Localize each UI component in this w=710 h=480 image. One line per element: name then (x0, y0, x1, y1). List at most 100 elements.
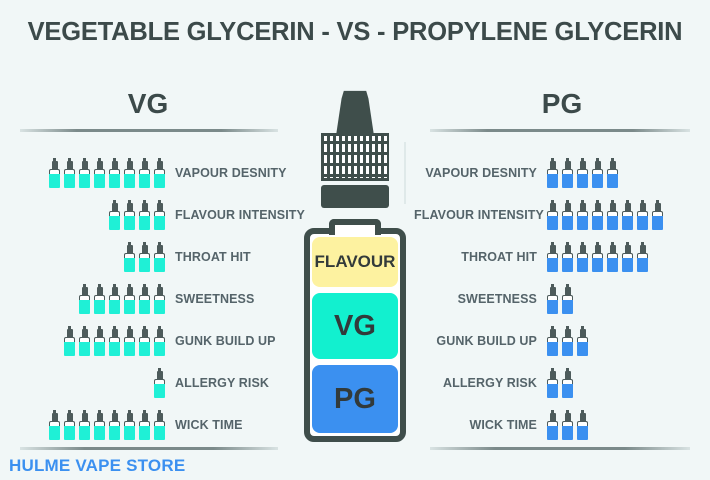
bottle-rating-icon (108, 200, 121, 230)
bottle-nozzle (53, 410, 56, 414)
bottle-cap (624, 245, 631, 254)
bottle-cap (549, 287, 556, 296)
bottle-nozzle (128, 158, 131, 162)
bottle-body (547, 384, 558, 398)
metric-label: FLAVOUR INTENSITY (175, 208, 305, 222)
bottle-body (562, 426, 573, 440)
bottle-nozzle (113, 284, 116, 288)
bottle-neck (577, 211, 588, 217)
bottle-body (592, 216, 603, 230)
bottle-nozzle (143, 284, 146, 288)
bottle-cap (564, 329, 571, 338)
bottle-cap (594, 161, 601, 170)
bottle-nozzle (98, 326, 101, 330)
bottle-nozzle (83, 284, 86, 288)
bottle-neck (622, 253, 633, 259)
bottle-nozzle (581, 410, 584, 414)
bottle-nozzle (611, 242, 614, 246)
bottle-cap (549, 329, 556, 338)
bottle-rating-icon (561, 242, 574, 272)
bottle-neck (547, 211, 558, 217)
bottle-rating-icon (138, 200, 151, 230)
bottle-body (94, 300, 105, 314)
bottle-cap (156, 329, 163, 338)
bottle-body (547, 216, 558, 230)
metric-label: VAPOUR DESNITY (175, 166, 287, 180)
bottle-body (577, 258, 588, 272)
bottle-body (49, 426, 60, 440)
bottle-cap (564, 287, 571, 296)
bottle-neck (109, 421, 120, 427)
rating-icons-pg (546, 158, 619, 188)
bottle-nozzle (551, 410, 554, 414)
bottle-cap (81, 413, 88, 422)
metric-row: VAPOUR DESNITY (414, 152, 710, 194)
bottle-body (577, 342, 588, 356)
bottle-body (124, 258, 135, 272)
bottle-cap (609, 161, 616, 170)
bottle-nozzle (158, 326, 161, 330)
bottle-cap (579, 161, 586, 170)
metric-label: FLAVOUR INTENSITY (414, 208, 544, 222)
bottle-rating-icon (63, 158, 76, 188)
bottle-neck (124, 337, 135, 343)
bottle-cap (549, 161, 556, 170)
bottle-nozzle (581, 200, 584, 204)
bottle-body (139, 174, 150, 188)
bottle-rating-icon (591, 158, 604, 188)
bottle-nozzle (158, 284, 161, 288)
bottle-neck (94, 169, 105, 175)
bottle-nozzle (566, 158, 569, 162)
bottle-body (79, 300, 90, 314)
bottle-cap (111, 329, 118, 338)
bottle-nozzle (566, 410, 569, 414)
bottle-rating-icon (591, 242, 604, 272)
bottle-body (139, 300, 150, 314)
bottle-neck (139, 169, 150, 175)
bottle-cap (51, 413, 58, 422)
bottle-neck (109, 211, 120, 217)
bottle-body (577, 174, 588, 188)
bottle-cap (111, 161, 118, 170)
bottle-body (562, 216, 573, 230)
bottle-rating-icon (48, 158, 61, 188)
bottle-body (562, 342, 573, 356)
bottle-rating-icon (78, 326, 91, 356)
bottle-neck (154, 295, 165, 301)
rating-icons-vg (123, 242, 166, 272)
rating-icons-pg (546, 368, 574, 398)
bottle-nozzle (596, 242, 599, 246)
bottle-neck (607, 169, 618, 175)
bottle-cap (111, 203, 118, 212)
bottle-cap (141, 161, 148, 170)
bottle-cap (141, 413, 148, 422)
bottle-nozzle (551, 326, 554, 330)
bottle-neck (49, 169, 60, 175)
bottle-rating-icon (546, 326, 559, 356)
bottle-nozzle (68, 410, 71, 414)
bottle-neck (124, 253, 135, 259)
bottle-rating-icon (138, 410, 151, 440)
bottle-nozzle (113, 200, 116, 204)
bottle-cap (564, 413, 571, 422)
bottle-body (637, 216, 648, 230)
bottle-neck (94, 337, 105, 343)
bottle-neck (139, 421, 150, 427)
metric-row: VAPOUR DESNITY (0, 152, 296, 194)
metric-label: WICK TIME (175, 418, 243, 432)
bottle-rating-icon (93, 326, 106, 356)
bottle-nozzle (83, 326, 86, 330)
metric-row: WICK TIME (0, 404, 296, 446)
bottle-neck (577, 337, 588, 343)
bottle-body (592, 174, 603, 188)
bottle-neck (547, 379, 558, 385)
bottle-body (79, 426, 90, 440)
bottle-nozzle (98, 158, 101, 162)
bottle-cap (96, 287, 103, 296)
bottle-cap (81, 287, 88, 296)
rating-icons-pg (546, 326, 589, 356)
bottle-rating-icon (561, 284, 574, 314)
bottle-nozzle (611, 158, 614, 162)
divider-footer-left (20, 447, 278, 450)
